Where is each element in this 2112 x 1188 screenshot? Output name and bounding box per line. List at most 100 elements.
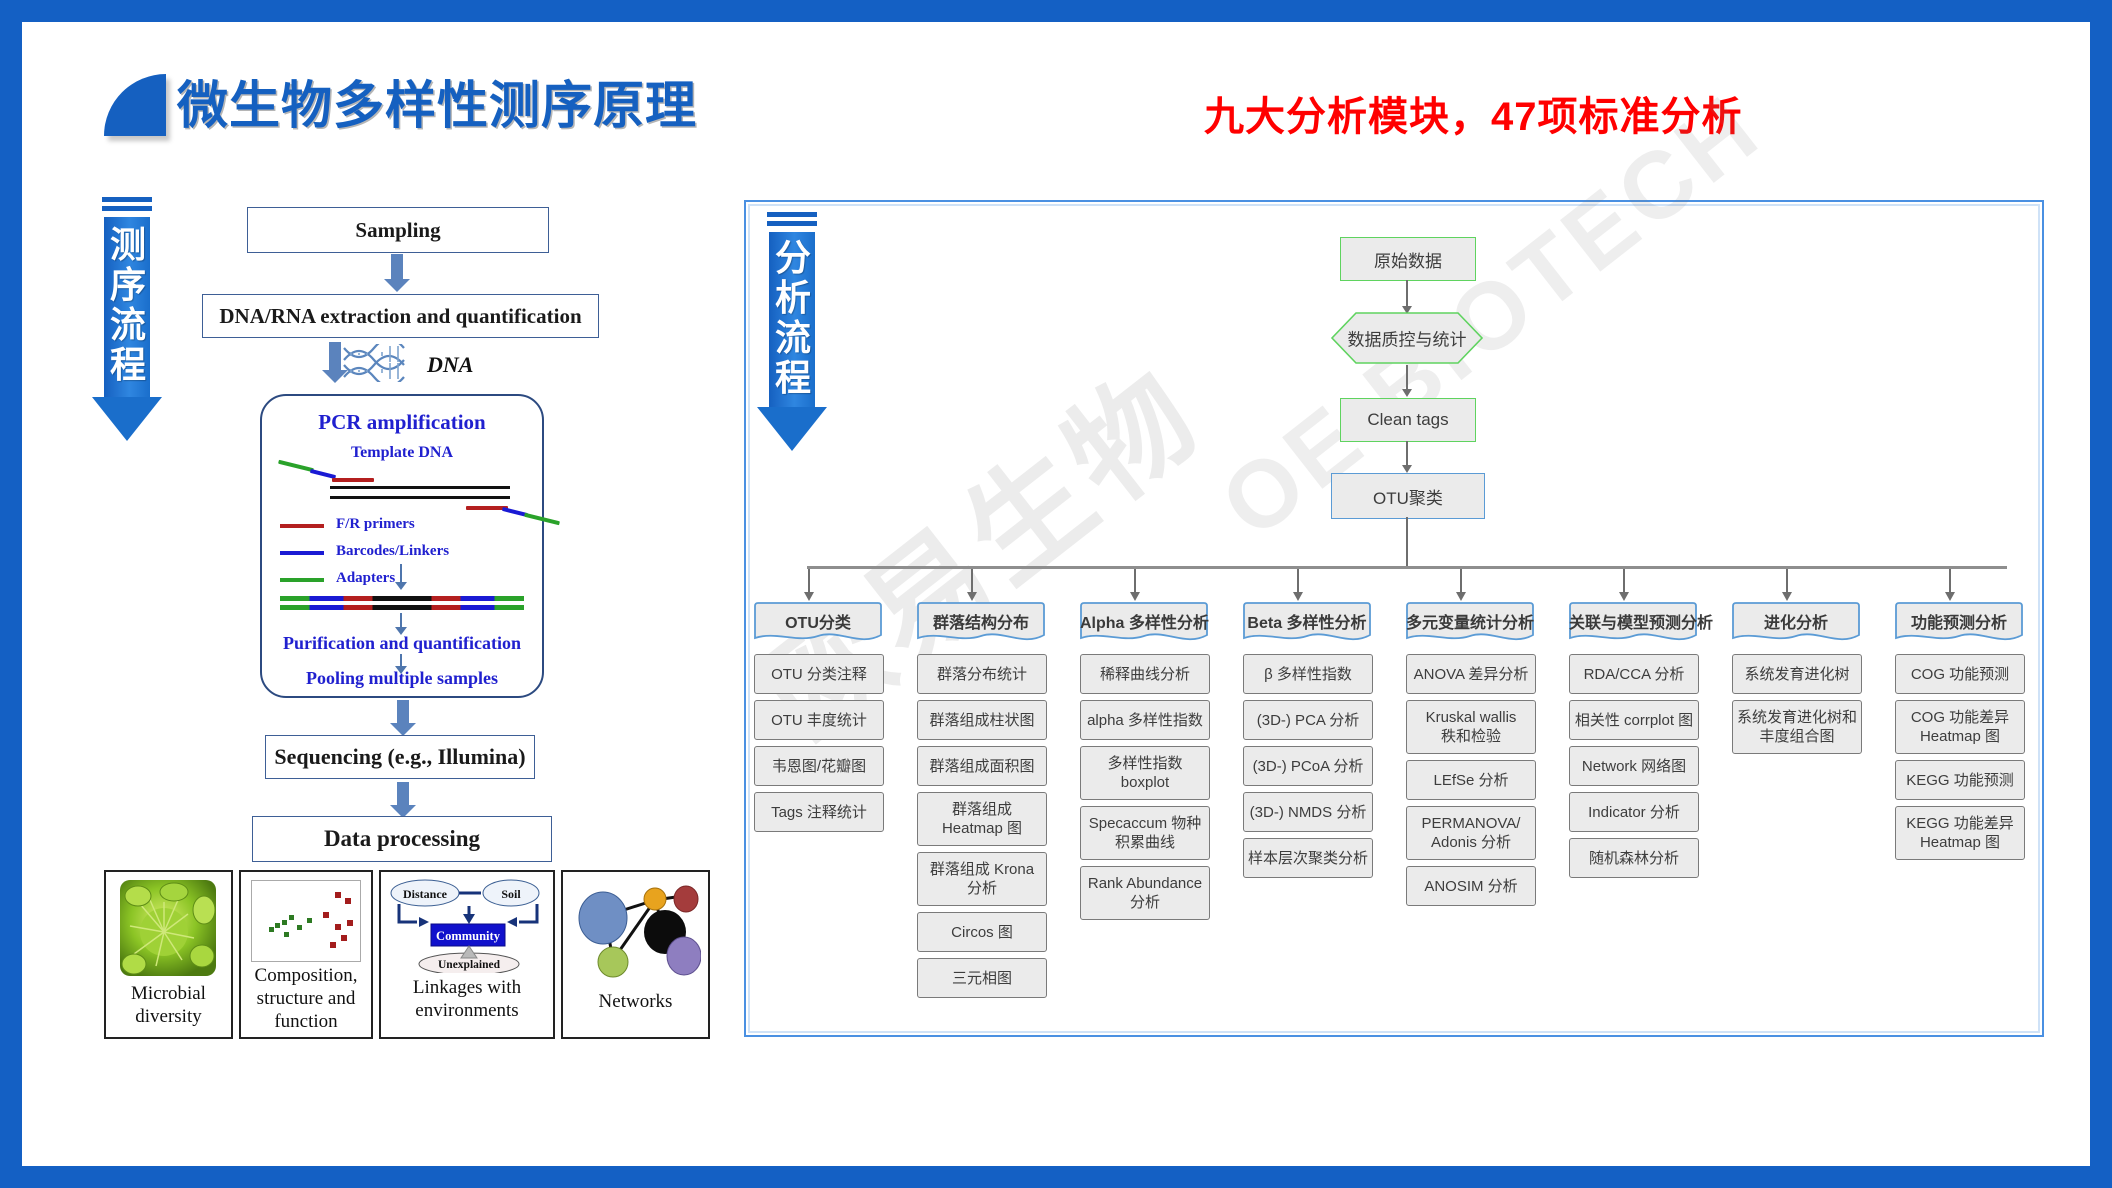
arrow-head: [1402, 465, 1412, 473]
analysis-item[interactable]: 群落组成柱状图: [917, 700, 1047, 740]
analysis-item-label: 样本层次聚类分析: [1248, 849, 1369, 867]
quarter-circle-decoration-icon: [104, 74, 166, 136]
category-header-6[interactable]: 关联与模型预测分析: [1569, 602, 1713, 645]
template-strand-top: [330, 486, 510, 489]
analysis-item[interactable]: 系统发育进化树和丰度组合图: [1732, 700, 1862, 754]
svg-text:Community: Community: [436, 929, 501, 943]
analysis-item-label: 群落组成面积图: [929, 757, 1035, 775]
wave-box-shape-icon: [1080, 602, 1208, 641]
category-header-label: Alpha 多样性分析: [1080, 615, 1209, 632]
scatter-plot-icon: [251, 880, 361, 962]
arrow-stem: [400, 564, 402, 582]
arrow-stem: [400, 613, 402, 627]
analysis-item[interactable]: 三元相图: [917, 958, 1047, 998]
pcr-substep-purification: Purification and quantification: [282, 633, 522, 653]
category-header-5[interactable]: 多元变量统计分析: [1406, 602, 1534, 645]
analysis-item[interactable]: KEGG 功能预测: [1895, 760, 2025, 800]
category-header-label: 功能预测分析: [1910, 615, 2007, 632]
analysis-item[interactable]: Specaccum 物种积累曲线: [1080, 806, 1210, 860]
category-header-4[interactable]: Beta 多样性分析: [1243, 602, 1371, 645]
analysis-item[interactable]: (3D-) NMDS 分析: [1243, 792, 1373, 832]
assembled-construct-bottom: [280, 605, 524, 610]
result-panel-microbial-diversity: Microbial diversity: [104, 870, 233, 1039]
analysis-item[interactable]: ANOVA 差异分析: [1406, 654, 1536, 694]
analysis-item[interactable]: LEfSe 分析: [1406, 760, 1536, 800]
tree-branch-arrow: [967, 592, 977, 601]
step-dna-extraction-label: DNA/RNA extraction and quantification: [219, 303, 582, 328]
category-header-label: 多元变量统计分析: [1406, 615, 1535, 632]
analysis-item[interactable]: 相关性 corrplot 图: [1569, 700, 1699, 740]
analysis-item[interactable]: Indicator 分析: [1569, 792, 1699, 832]
network-graph-icon: [578, 885, 701, 978]
result-panel-caption: Microbial diversity: [131, 983, 206, 1027]
analysis-item[interactable]: OTU 分类注释: [754, 654, 884, 694]
analysis-item[interactable]: β 多样性指数: [1243, 654, 1373, 694]
analysis-item[interactable]: COG 功能预测: [1895, 654, 2025, 694]
analysis-item[interactable]: 系统发育进化树: [1732, 654, 1862, 694]
analysis-item[interactable]: (3D-) PCA 分析: [1243, 700, 1373, 740]
analysis-item-label: 相关性 corrplot 图: [1574, 711, 1694, 729]
category-header-3[interactable]: Alpha 多样性分析: [1080, 602, 1209, 645]
pipeline-node-qc-statistics: 数据质控与统计: [1330, 312, 1484, 364]
analysis-item[interactable]: OTU 丰度统计: [754, 700, 884, 740]
arrow-cap-second: [767, 221, 817, 226]
analysis-item-label: (3D-) NMDS 分析: [1249, 803, 1367, 821]
arrow-head: [384, 279, 410, 292]
analysis-item[interactable]: RDA/CCA 分析: [1569, 654, 1699, 694]
arrow-head: [390, 805, 416, 818]
pipeline-node-otu-clustering: OTU聚类: [1331, 473, 1485, 519]
analysis-item[interactable]: 群落组成面积图: [917, 746, 1047, 786]
analysis-item[interactable]: 样本层次聚类分析: [1243, 838, 1373, 878]
analysis-item-label: 系统发育进化树和丰度组合图: [1737, 709, 1858, 745]
tree-branch-arrow: [1130, 592, 1140, 601]
analysis-item-label: 随机森林分析: [1588, 849, 1679, 867]
category-header-2[interactable]: 群落结构分布: [917, 602, 1045, 645]
analysis-item[interactable]: Network 网络图: [1569, 746, 1699, 786]
sequencing-flow-arrow: 测序流程: [92, 197, 162, 442]
analysis-item-label: alpha 多样性指数: [1087, 711, 1203, 729]
step-sequencing: Sequencing (e.g., Illumina): [265, 735, 535, 779]
pipeline-node-label: 数据质控与统计: [1347, 330, 1467, 350]
analysis-item-label: Indicator 分析: [1588, 803, 1680, 821]
tree-branch-drop: [1623, 569, 1625, 594]
analysis-item-label: KEGG 功能预测: [1906, 771, 2014, 789]
category-header-1[interactable]: OTU分类: [754, 602, 882, 645]
analysis-flow-label: 分析流程: [774, 237, 811, 398]
arrow-cap-top: [102, 197, 152, 202]
step-dna-extraction: DNA/RNA extraction and quantification: [202, 294, 599, 338]
analysis-item[interactable]: ANOSIM 分析: [1406, 866, 1536, 906]
tree-branch-arrow: [1782, 592, 1792, 601]
arrow-stem: [1406, 280, 1408, 306]
analysis-flow-arrow: 分析流程: [757, 212, 827, 452]
arrow-cap-second: [102, 206, 152, 211]
analysis-item[interactable]: 韦恩图/花瓣图: [754, 746, 884, 786]
arrow-head: [92, 397, 162, 441]
arrow-head: [390, 723, 416, 736]
analysis-item[interactable]: PERMANOVA/Adonis 分析: [1406, 806, 1536, 860]
category-header-7[interactable]: 进化分析: [1732, 602, 1860, 645]
analysis-item-label: 三元相图: [951, 969, 1012, 987]
analysis-item[interactable]: 随机森林分析: [1569, 838, 1699, 878]
analysis-item[interactable]: 稀释曲线分析: [1080, 654, 1210, 694]
result-panel-networks: Networks: [561, 870, 710, 1039]
analysis-item[interactable]: 群落分布统计: [917, 654, 1047, 694]
assembled-construct-top: [280, 596, 524, 601]
slide-canvas: 微生物多样性测序原理 九大分析模块，47项标准分析 测序流程 Sampling …: [22, 22, 2090, 1166]
arrow-stem: [1406, 365, 1408, 389]
tree-branch-arrow: [1293, 592, 1303, 601]
tree-trunk: [1406, 517, 1408, 567]
analysis-item[interactable]: alpha 多样性指数: [1080, 700, 1210, 740]
analysis-item[interactable]: Circos 图: [917, 912, 1047, 952]
analysis-item[interactable]: (3D-) PCoA 分析: [1243, 746, 1373, 786]
tree-branch-drop: [1786, 569, 1788, 594]
arrow-stem: [329, 342, 341, 370]
category-header-8[interactable]: 功能预测分析: [1895, 602, 2023, 645]
analysis-item[interactable]: Tags 注释统计: [754, 792, 884, 832]
